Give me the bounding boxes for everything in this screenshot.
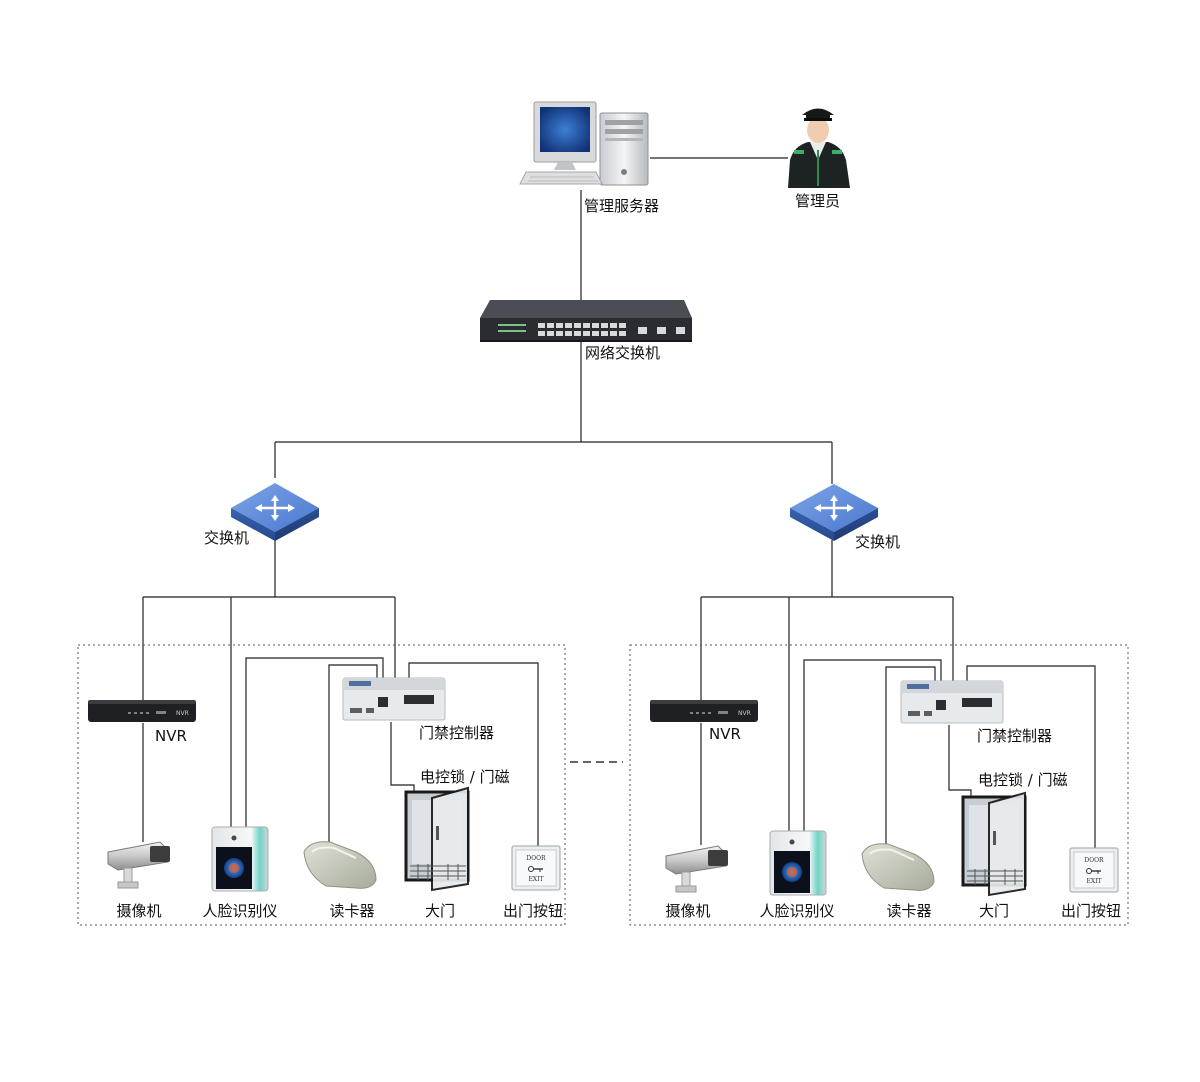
- right-switch-label: 交换机: [855, 533, 901, 551]
- left-reader-to-controller: [328, 664, 378, 846]
- left-face-label: 人脸识别仪: [202, 902, 278, 920]
- right-card-reader-icon: [861, 843, 935, 891]
- right-controller-icon: [900, 680, 1004, 724]
- right-exit-button-icon: DOOR EXIT: [1069, 847, 1119, 893]
- left-lock-label: 电控锁 / 门磁: [420, 768, 510, 786]
- left-controller-icon: [342, 677, 446, 721]
- left-camera-icon: [107, 841, 170, 889]
- left-exit-button-icon: DOOR EXIT: [511, 845, 561, 891]
- core-switch-label: 网络交换机: [585, 344, 661, 362]
- left-exit-plate-bottom: EXIT: [528, 876, 543, 883]
- left-reader-label: 读卡器: [329, 902, 375, 920]
- left-nvr-label: NVR: [155, 727, 187, 745]
- left-controller-label: 门禁控制器: [419, 724, 495, 742]
- left-exit-plate-top: DOOR: [526, 855, 546, 862]
- right-exit-plate-top: DOOR: [1084, 857, 1104, 864]
- core-switch-icon: [480, 300, 692, 342]
- right-site-boundary: [629, 644, 1129, 926]
- right-controller-label: 门禁控制器: [977, 727, 1053, 745]
- left-face-terminal-icon: [211, 826, 269, 892]
- right-exit-to-controller: [966, 665, 1096, 848]
- left-camera-label: 摄像机: [116, 902, 162, 920]
- right-lock-label: 电控锁 / 门磁: [978, 771, 1068, 789]
- left-face-to-controller: [245, 657, 384, 828]
- right-gate-icon: [961, 791, 1027, 897]
- left-switch-label: 交换机: [204, 529, 250, 547]
- right-controller-to-lock: [948, 725, 972, 800]
- right-face-terminal-icon: [769, 830, 827, 896]
- right-reader-label: 读卡器: [886, 902, 932, 920]
- left-switch-icon: [231, 483, 319, 541]
- server-computer-icon: [519, 101, 649, 186]
- left-nvr-brand-text: NVR: [176, 710, 189, 717]
- right-face-label: 人脸识别仪: [759, 902, 835, 920]
- left-site-boundary: [77, 644, 566, 926]
- right-switch-icon: [790, 484, 878, 541]
- right-gate-label: 大门: [978, 902, 1010, 920]
- right-exit-plate-bottom: EXIT: [1086, 878, 1101, 885]
- right-camera-icon: [665, 845, 728, 893]
- right-face-to-controller: [803, 659, 942, 832]
- left-exit-label: 出门按钮: [502, 902, 564, 920]
- server-label: 管理服务器: [584, 197, 660, 215]
- left-card-reader-icon: [303, 841, 377, 889]
- left-nvr-icon: NVR: [88, 700, 196, 722]
- left-exit-to-controller: [408, 662, 539, 846]
- right-nvr-icon: NVR: [650, 700, 758, 722]
- left-controller-to-lock: [390, 722, 415, 796]
- right-nvr-brand-text: NVR: [738, 710, 751, 717]
- admin-label: 管理员: [795, 192, 841, 210]
- right-nvr-label: NVR: [709, 725, 741, 743]
- right-exit-label: 出门按钮: [1060, 902, 1122, 920]
- connection-lines: [142, 157, 1096, 848]
- administrator-icon: [788, 108, 850, 188]
- left-gate-icon: [404, 786, 470, 892]
- right-camera-label: 摄像机: [665, 902, 711, 920]
- left-gate-label: 大门: [424, 902, 456, 920]
- right-reader-to-controller: [885, 666, 936, 848]
